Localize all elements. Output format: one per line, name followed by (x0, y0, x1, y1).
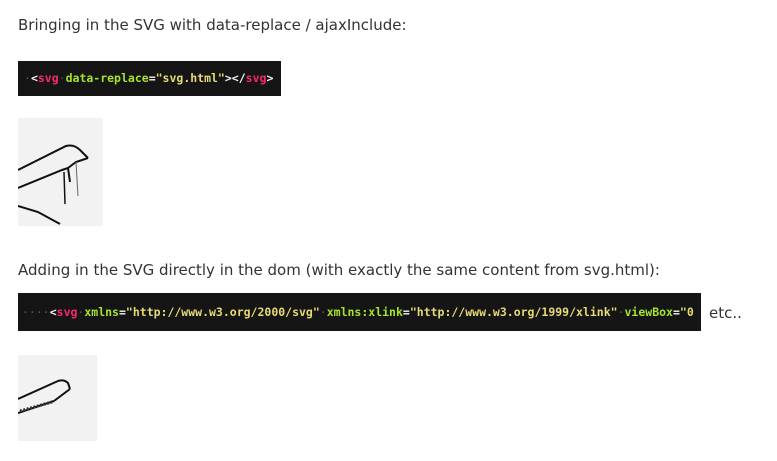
code-attr-data-replace: data-replace (65, 71, 149, 85)
code-close-tag-svg: svg (245, 71, 267, 85)
whitespace-marker: · (319, 305, 327, 319)
whitespace-marker: · (58, 71, 66, 85)
code-close-open: ></ (224, 71, 246, 85)
intro-paragraph-inline-svg: Adding in the SVG directly in the dom (w… (18, 261, 660, 279)
code-attr-viewbox: viewBox (624, 305, 673, 319)
code-value-svg-html: "svg.html" (155, 71, 225, 85)
code-open-bracket: < (30, 71, 38, 85)
intro-paragraph-data-replace: Bringing in the SVG with data-replace / … (18, 16, 407, 34)
whitespace-marker: · (617, 305, 625, 319)
code-tag-svg: svg (56, 305, 78, 319)
code-equals: = (118, 305, 126, 319)
code-open-bracket: < (49, 305, 57, 319)
code-equals: = (672, 305, 680, 319)
whitespace-marker: · (24, 71, 31, 85)
pencil-sketch-icon (18, 144, 89, 225)
code-attr-xmlns: xmlns (84, 305, 119, 319)
svg-sketch-image (18, 355, 97, 441)
indent-markers: ···· (22, 305, 50, 319)
code-value-viewbox: "0 (679, 305, 694, 319)
whitespace-marker: · (77, 305, 85, 319)
code-value-xlink-ns: "http://www.w3.org/1999/xlink" (409, 305, 618, 319)
code-attr-xmlns-xlink: xmlns:xlink (326, 305, 403, 319)
svg-sketch-image (18, 118, 103, 226)
trailing-etc-text: etc.. (709, 304, 742, 322)
code-value-svg-ns: "http://www.w3.org/2000/svg" (125, 305, 320, 319)
code-block-inline-svg: ····<svg·xmlns="http://www.w3.org/2000/s… (18, 293, 701, 331)
code-equals: = (148, 71, 156, 85)
code-end-bracket: > (266, 71, 274, 85)
code-block-data-replace: ·<svg·data-replace="svg.html"></svg> (18, 61, 281, 96)
code-equals: = (402, 305, 410, 319)
code-tag-svg: svg (37, 71, 59, 85)
pencil-sketch-icon (18, 379, 71, 414)
